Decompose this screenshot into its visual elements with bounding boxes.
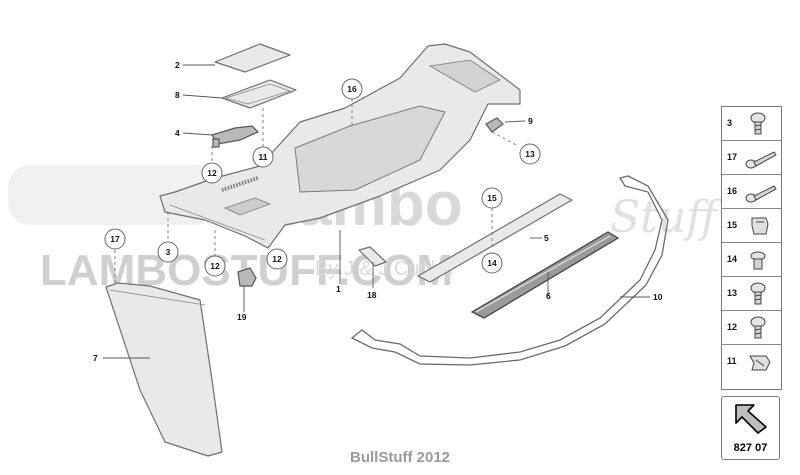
callout-11-label: 11 [259, 152, 268, 162]
label-5: 5 [544, 233, 549, 243]
callout-13[interactable]: 13 [519, 143, 541, 165]
leader-lines [103, 64, 650, 359]
part-18-clip [358, 246, 387, 267]
part-19-clip [237, 267, 257, 287]
fastener-row-12[interactable]: 12 [722, 311, 781, 345]
part-2-cover [214, 43, 291, 73]
callout-14-label: 14 [487, 258, 497, 268]
watermark-byline: By J & J Cunha [315, 258, 454, 280]
fastener-row-13[interactable]: 13 [722, 277, 781, 311]
next-page-button[interactable]: 827 07 [721, 396, 780, 460]
clip-icon [744, 348, 778, 376]
callout-3-label: 3 [166, 247, 171, 257]
callout-3[interactable]: 3 [157, 241, 179, 263]
clip-nut-icon [744, 212, 778, 240]
callout-12b-label: 12 [210, 261, 220, 271]
part-7-side-panel [105, 282, 223, 457]
label-4: 4 [175, 128, 180, 138]
callout-16-label: 16 [347, 84, 357, 94]
page-code: 827 07 [733, 442, 768, 454]
fastener-number: 13 [727, 288, 738, 298]
label-10: 10 [653, 292, 663, 302]
fastener-legend: 3 17 16 15 14 13 12 11 [721, 106, 782, 390]
fastener-number: 14 [727, 254, 738, 264]
callout-12a-label: 12 [207, 168, 217, 178]
fastener-number: 11 [727, 356, 737, 366]
part-9-nut [485, 117, 504, 133]
part-6-seal-strip [470, 231, 620, 319]
label-1: 1 [336, 284, 341, 294]
label-7: 7 [93, 353, 98, 363]
long-bolt-icon [744, 178, 778, 206]
callout-15[interactable]: 15 [481, 187, 503, 209]
label-18: 18 [367, 290, 377, 300]
arrow-icon [735, 404, 767, 434]
fastener-row-11[interactable]: 11 [722, 345, 781, 379]
fastener-number: 12 [727, 322, 738, 332]
label-19: 19 [237, 312, 247, 322]
fastener-row-16[interactable]: 16 [722, 175, 781, 209]
label-2: 2 [175, 60, 180, 70]
fastener-row-14[interactable]: 14 [722, 243, 781, 277]
part-8-seal [221, 79, 297, 109]
part-5-strip [417, 193, 573, 283]
screw-icon [744, 110, 778, 138]
callout-15-label: 15 [487, 193, 497, 203]
fastener-row-15[interactable]: 15 [722, 209, 781, 243]
callout-17-label: 17 [110, 234, 120, 244]
label-8: 8 [175, 90, 180, 100]
callout-12-a[interactable]: 12 [201, 162, 223, 184]
long-bolt-icon [744, 144, 778, 172]
rivet-icon [744, 246, 778, 274]
screw-icon [744, 280, 778, 308]
callout-11[interactable]: 11 [252, 146, 274, 168]
fastener-number: 15 [727, 220, 738, 230]
callout-14[interactable]: 14 [481, 252, 503, 274]
footer-credit: BullStuff 2012 [349, 449, 451, 466]
undertray-center-panel [294, 105, 446, 193]
callout-12-c[interactable]: 12 [266, 248, 288, 270]
callout-12-b[interactable]: 12 [204, 255, 226, 277]
fastener-number: 16 [727, 186, 738, 196]
fastener-row-3[interactable]: 3 [722, 107, 781, 141]
fastener-number: 3 [727, 118, 733, 128]
fastener-row-17[interactable]: 17 [722, 141, 781, 175]
screw-icon [744, 314, 778, 342]
callout-12c-label: 12 [272, 254, 282, 264]
label-6: 6 [546, 291, 551, 301]
label-9: 9 [528, 116, 533, 126]
callout-13-label: 13 [525, 149, 535, 159]
callout-17[interactable]: 17 [104, 228, 126, 250]
fastener-number: 17 [727, 152, 738, 162]
part-10-seal [350, 175, 669, 366]
callout-16[interactable]: 16 [341, 78, 363, 100]
